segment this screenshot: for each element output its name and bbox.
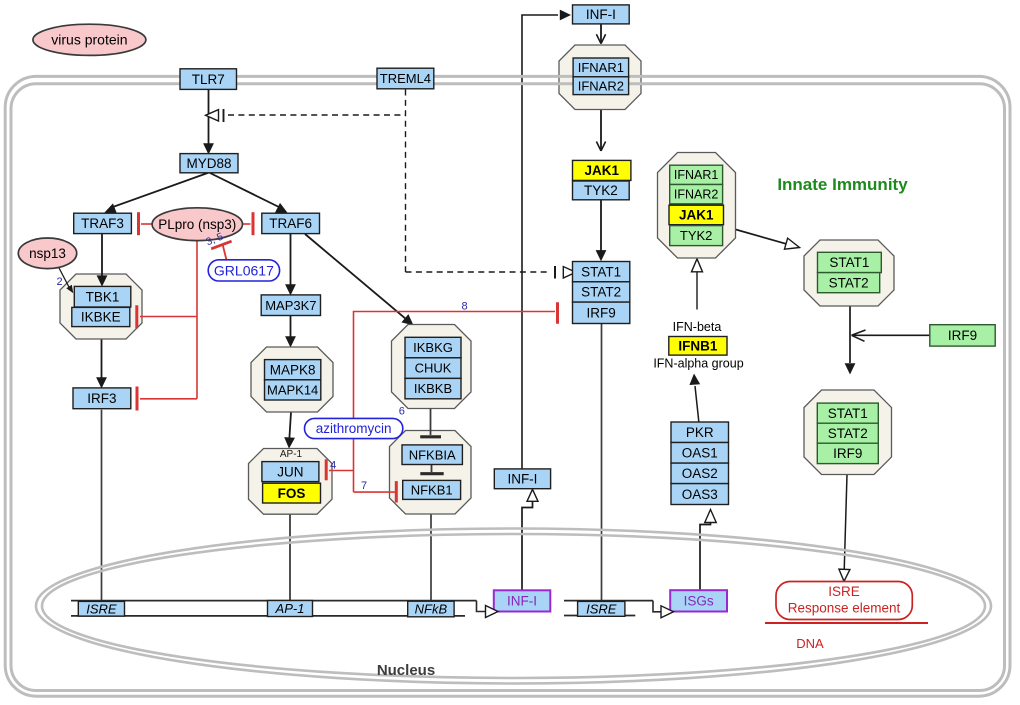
svg-text:JUN: JUN xyxy=(277,464,303,479)
svg-text:STAT1: STAT1 xyxy=(828,406,868,421)
svg-text:GRL0617: GRL0617 xyxy=(214,262,274,278)
svg-text:IFNAR1: IFNAR1 xyxy=(578,60,624,75)
svg-text:ISRE: ISRE xyxy=(828,584,860,599)
svg-text:AP-1: AP-1 xyxy=(280,449,303,460)
svg-text:IFNAR1: IFNAR1 xyxy=(674,168,719,182)
svg-text:IFNAR2: IFNAR2 xyxy=(674,188,719,202)
svg-text:IKBKB: IKBKB xyxy=(414,381,452,396)
svg-text:ISGs: ISGs xyxy=(684,594,714,609)
svg-text:azithromycin: azithromycin xyxy=(316,421,392,436)
svg-text:IKBKE: IKBKE xyxy=(81,310,121,325)
svg-text:OAS2: OAS2 xyxy=(682,466,718,481)
svg-text:TYK2: TYK2 xyxy=(584,183,618,198)
svg-text:IRF3: IRF3 xyxy=(87,391,116,406)
svg-text:IFNAR2: IFNAR2 xyxy=(578,78,624,93)
svg-text:STAT2: STAT2 xyxy=(828,426,868,441)
svg-text:STAT1: STAT1 xyxy=(829,255,869,270)
svg-text:8: 8 xyxy=(461,301,467,313)
svg-text:2: 2 xyxy=(56,276,62,288)
svg-text:NFkB: NFkB xyxy=(415,602,448,617)
svg-text:MAPK14: MAPK14 xyxy=(267,382,318,397)
svg-text:DNA: DNA xyxy=(796,636,824,651)
svg-text:nsp13: nsp13 xyxy=(29,246,66,261)
svg-text:NFKBIA: NFKBIA xyxy=(409,447,456,462)
svg-text:IKBKG: IKBKG xyxy=(413,340,453,355)
svg-text:STAT2: STAT2 xyxy=(581,285,621,300)
svg-text:6: 6 xyxy=(399,405,405,417)
svg-text:IRF9: IRF9 xyxy=(587,306,616,321)
svg-text:4: 4 xyxy=(330,459,336,471)
svg-text:IFNB1: IFNB1 xyxy=(678,339,717,354)
svg-text:STAT1: STAT1 xyxy=(581,264,621,279)
svg-text:TLR7: TLR7 xyxy=(192,72,225,87)
svg-text:TRAF3: TRAF3 xyxy=(81,216,124,231)
svg-text:virus protein: virus protein xyxy=(51,32,127,48)
svg-text:AP-1: AP-1 xyxy=(275,601,305,616)
svg-text:JAK1: JAK1 xyxy=(584,163,619,178)
svg-text:Nucleus: Nucleus xyxy=(377,662,435,679)
svg-text:JAK1: JAK1 xyxy=(679,208,714,223)
svg-text:TRAF6: TRAF6 xyxy=(269,216,312,231)
svg-text:MAP3K7: MAP3K7 xyxy=(265,298,316,313)
svg-text:IRF9: IRF9 xyxy=(948,328,977,343)
svg-text:Response element: Response element xyxy=(788,600,901,615)
svg-text:IFN-alpha group: IFN-alpha group xyxy=(653,357,743,371)
svg-text:MYD88: MYD88 xyxy=(186,156,231,171)
svg-text:INF-I: INF-I xyxy=(507,472,537,487)
svg-text:TYK2: TYK2 xyxy=(680,228,713,243)
svg-text:OAS3: OAS3 xyxy=(682,487,718,502)
svg-text:CHUK: CHUK xyxy=(415,361,452,376)
svg-text:ISRE: ISRE xyxy=(586,601,617,616)
svg-text:TBK1: TBK1 xyxy=(86,289,120,304)
svg-text:INF-I: INF-I xyxy=(507,594,537,609)
svg-text:7: 7 xyxy=(361,480,367,492)
svg-text:PKR: PKR xyxy=(686,425,714,440)
svg-text:IFN-beta: IFN-beta xyxy=(673,320,722,334)
svg-text:NFKB1: NFKB1 xyxy=(411,482,453,497)
svg-text:MAPK8: MAPK8 xyxy=(270,362,316,377)
svg-text:PLpro (nsp3): PLpro (nsp3) xyxy=(158,217,236,232)
svg-text:STAT2: STAT2 xyxy=(829,275,869,290)
svg-text:FOS: FOS xyxy=(278,486,306,501)
svg-text:OAS1: OAS1 xyxy=(682,446,718,461)
svg-text:ISRE: ISRE xyxy=(86,601,117,616)
svg-text:Innate Immunity: Innate Immunity xyxy=(777,175,908,194)
svg-text:TREML4: TREML4 xyxy=(380,71,431,86)
svg-text:IRF9: IRF9 xyxy=(833,446,862,461)
svg-text:INF-I: INF-I xyxy=(586,7,616,22)
